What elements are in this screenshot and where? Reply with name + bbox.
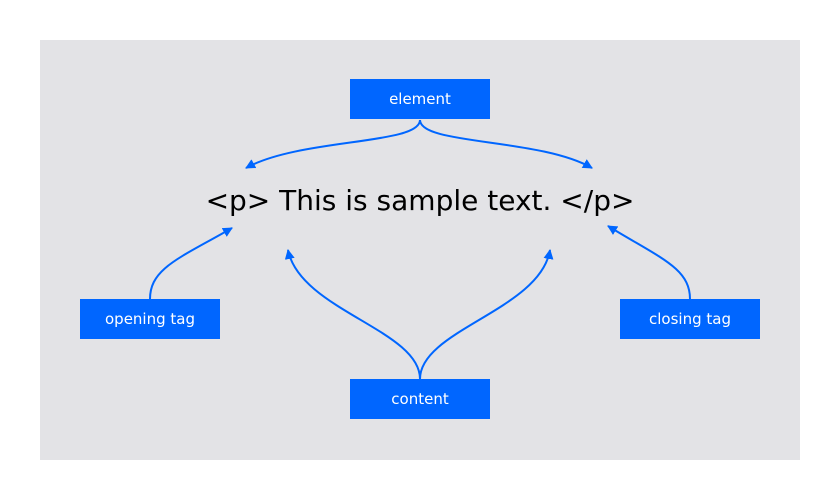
arrow-element-to-start	[245, 119, 421, 169]
element-label: element	[350, 79, 490, 119]
arrow-opening-tag	[149, 227, 233, 300]
arrow-element-to-end	[419, 119, 593, 169]
arrow-content-right	[419, 249, 554, 380]
arrow-closing-tag	[607, 225, 691, 300]
html-code-sample: <p> This is sample text. </p>	[205, 184, 635, 217]
closing-tag-label: closing tag	[620, 299, 760, 339]
content-label: content	[350, 379, 490, 419]
arrow-content-left	[284, 249, 421, 380]
opening-tag-label: opening tag	[80, 299, 220, 339]
